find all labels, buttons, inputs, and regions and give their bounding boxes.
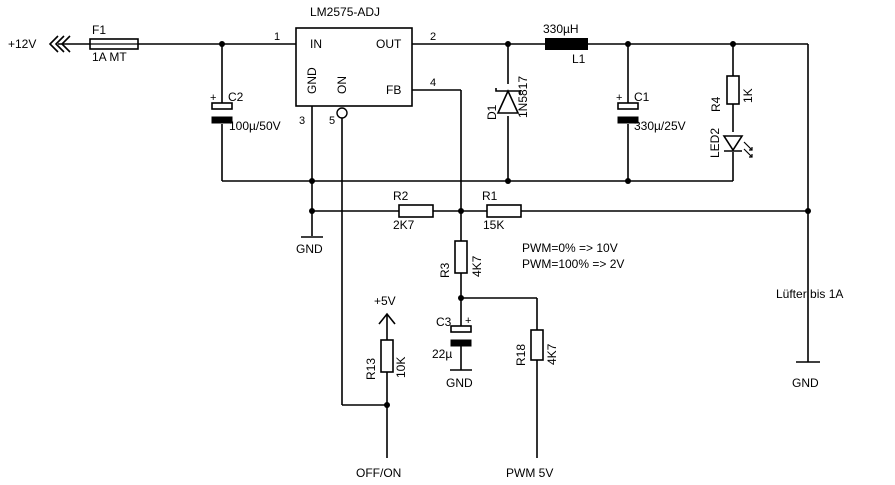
wires (58, 43, 809, 458)
ic-pin-in: IN (310, 37, 322, 51)
r13-value: 10K (394, 357, 408, 378)
r1-ref: R1 (482, 189, 498, 203)
note-pwm0: PWM=0% => 10V (522, 241, 618, 255)
capacitor-c2: + C2 100µ/50V (210, 90, 281, 133)
d1-value: 1N5817 (516, 76, 530, 118)
r2-ref: R2 (393, 189, 409, 203)
r2-value: 2K7 (393, 218, 415, 232)
fan-output: Lüfter bis 1A GND (776, 287, 843, 390)
input-12v-terminal: +12V (8, 35, 71, 53)
ic-pin5-num: 5 (329, 115, 335, 127)
ic-pin1-num: 1 (274, 31, 280, 43)
led-led2: LED2 (708, 128, 753, 158)
diode-d1: D1 1N5817 (485, 76, 530, 120)
offon-label: OFF/ON (356, 466, 401, 480)
gnd-label-3: GND (792, 376, 819, 390)
ground-ic: GND (296, 236, 323, 256)
junction-dots (219, 41, 811, 408)
note-pwm100: PWM=100% => 2V (522, 257, 624, 271)
c3-ref: C3 (436, 315, 452, 329)
fuse-f1: F1 1A MT (89, 23, 139, 64)
c1-ref: C1 (634, 90, 650, 104)
ic-pin-fb: FB (386, 83, 401, 97)
c3-plus: + (465, 315, 471, 327)
f1-value: 1A MT (92, 50, 127, 64)
ic-on-pin-inverter (336, 107, 348, 119)
r13-ref: R13 (364, 358, 378, 380)
resistor-r3: R3 4K7 (438, 240, 484, 278)
c2-value: 100µ/50V (229, 119, 281, 133)
pwm-input-label: PWM 5V (506, 466, 553, 480)
ic-pin-on: ON (335, 76, 349, 94)
r3-value: 4K7 (470, 255, 484, 277)
ic-pin-gnd: GND (305, 67, 319, 94)
r3-ref: R3 (438, 262, 452, 278)
l1-ref: L1 (572, 52, 586, 66)
fan-label: Lüfter bis 1A (776, 287, 843, 301)
resistor-r2: R2 2K7 (393, 189, 434, 232)
c1-plus: + (616, 92, 622, 104)
l1-value: 330µH (543, 22, 579, 36)
c3-value: 22µ (432, 347, 452, 361)
c2-plus: + (210, 92, 216, 104)
capacitor-c1: + C1 330µ/25V (616, 90, 686, 133)
c2-ref: C2 (228, 90, 244, 104)
vcc5-label: +5V (374, 294, 396, 308)
led2-ref: LED2 (708, 128, 722, 158)
f1-ref: F1 (92, 23, 106, 37)
pwm-notes: PWM=0% => 10V PWM=100% => 2V (522, 241, 624, 271)
ic-pin3-num: 3 (299, 115, 305, 127)
ic-pin-out: OUT (376, 37, 402, 51)
resistor-r4: R4 1K (709, 75, 755, 112)
resistor-r18: R18 4K7 (514, 329, 559, 366)
gnd-label-2: GND (446, 376, 473, 390)
c1-value: 330µ/25V (634, 119, 686, 133)
input-12v-label: +12V (8, 37, 36, 51)
r18-ref: R18 (514, 344, 528, 366)
r4-ref: R4 (709, 96, 723, 112)
r18-value: 4K7 (545, 343, 559, 365)
ic-pin2-num: 2 (430, 31, 436, 43)
r4-value: 1K (741, 88, 755, 103)
capacitor-c3: + C3 22µ GND (432, 315, 473, 390)
d1-ref: D1 (485, 104, 499, 120)
ic-lm2575: LM2575-ADJ IN OUT FB GND ON 1 2 3 4 5 (274, 5, 436, 127)
supply-5v: +5V (374, 294, 396, 325)
ic-name: LM2575-ADJ (310, 5, 380, 19)
r1-value: 15K (483, 218, 504, 232)
ic-pin4-num: 4 (430, 77, 436, 89)
inductor-l1: 330µH L1 (543, 22, 588, 66)
gnd-label-1: GND (296, 242, 323, 256)
resistor-r1: R1 15K (482, 189, 522, 232)
resistor-r13: R13 10K (364, 339, 408, 380)
